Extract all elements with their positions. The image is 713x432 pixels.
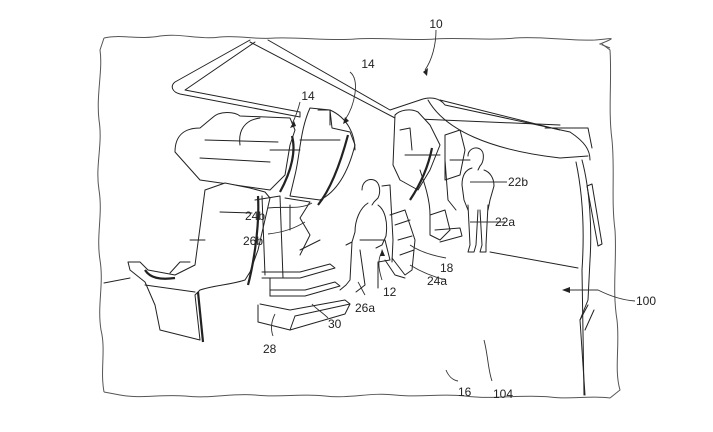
ref-label-14-left: 14 bbox=[301, 89, 315, 103]
stairs-left bbox=[254, 195, 351, 331]
ref-label-100: 100 bbox=[636, 294, 656, 308]
ref-label-12: 12 bbox=[383, 285, 397, 299]
ref-label-26b: 26b bbox=[243, 234, 263, 248]
ref-label-22b: 22b bbox=[508, 175, 528, 189]
far-seats bbox=[419, 159, 463, 243]
lower-seat-left bbox=[127, 182, 271, 343]
ref-label-16: 16 bbox=[458, 385, 472, 399]
ref-label-24a: 24a bbox=[427, 274, 447, 288]
stairs-center bbox=[384, 209, 416, 279]
cutaway-frame bbox=[97, 34, 621, 399]
ref-label-30: 30 bbox=[328, 317, 342, 331]
ref-label-18: 18 bbox=[440, 261, 454, 275]
ref-label-28: 28 bbox=[263, 342, 277, 356]
frame-top-edge bbox=[103, 34, 612, 49]
frame-left-edge bbox=[97, 37, 105, 393]
overhead-bin bbox=[171, 39, 301, 118]
ref-label-14-center: 14 bbox=[361, 57, 375, 71]
ref-label-24b: 24b bbox=[245, 209, 265, 223]
cabin-wall-right bbox=[575, 159, 603, 396]
ref-label-22a: 22a bbox=[495, 215, 515, 229]
floor-line bbox=[489, 251, 579, 269]
frame-right-edge bbox=[601, 43, 621, 399]
upper-seat-center bbox=[269, 107, 356, 206]
ref-label-104: 104 bbox=[493, 387, 513, 401]
ref-label-10: 10 bbox=[429, 17, 443, 31]
standing-passenger bbox=[461, 147, 495, 253]
seated-passenger bbox=[339, 179, 394, 293]
upper-seat-left bbox=[174, 112, 296, 193]
reference-labels: 10 14 14 24b 26b 22b 22a 18 24a 12 26a 3… bbox=[243, 17, 656, 401]
door-handle bbox=[586, 183, 603, 247]
leader-lines bbox=[267, 29, 636, 382]
ref-label-26a: 26a bbox=[355, 301, 375, 315]
upper-seats-right bbox=[392, 109, 471, 201]
frame-bottom-edge bbox=[103, 391, 611, 399]
